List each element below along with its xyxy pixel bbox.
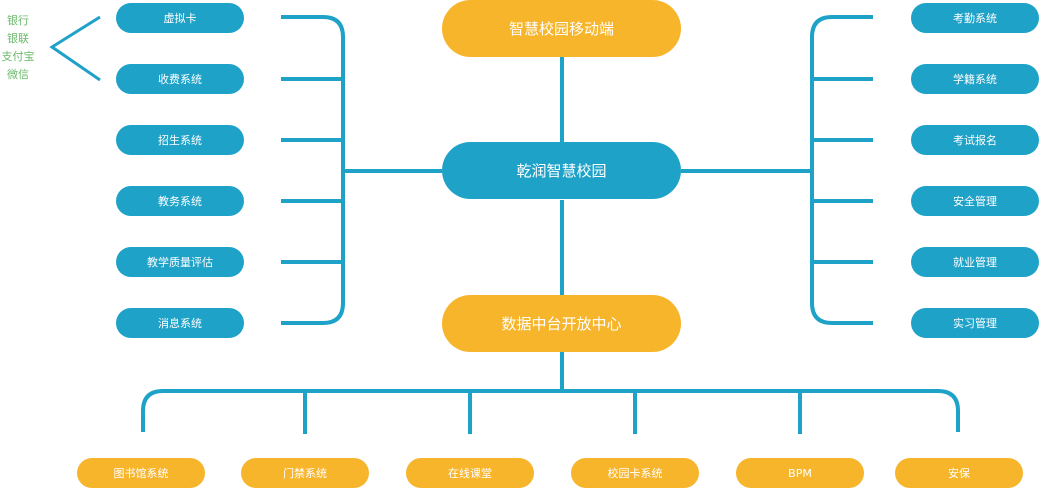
payment-chevron — [49, 15, 101, 82]
bottom-system-node: 校园卡系统 — [571, 458, 699, 488]
core-platform-node: 乾润智慧校园 — [442, 142, 681, 199]
payment-method-label: 微信 — [7, 68, 29, 81]
right-system-node: 实习管理 — [911, 308, 1039, 338]
left-system-node: 消息系统 — [116, 308, 244, 338]
right-bracket — [810, 15, 873, 325]
right-system-node: 就业管理 — [911, 247, 1039, 277]
payment-method-label: 支付宝 — [1, 50, 35, 63]
left-system-node: 教学质量评估 — [116, 247, 244, 277]
left-system-node: 虚拟卡 — [116, 3, 244, 33]
left-system-node: 教务系统 — [116, 186, 244, 216]
bottom-system-node: BPM — [736, 458, 864, 488]
payment-method-label: 银联 — [7, 32, 29, 45]
bottom-system-node: 图书馆系统 — [77, 458, 205, 488]
mobile-node: 智慧校园移动端 — [442, 0, 681, 57]
bottom-bus — [141, 389, 960, 432]
bottom-system-node: 门禁系统 — [241, 458, 369, 488]
payment-method-label: 银行 — [7, 14, 29, 27]
right-system-node: 考试报名 — [911, 125, 1039, 155]
right-system-node: 考勤系统 — [911, 3, 1039, 33]
right-system-node: 学籍系统 — [911, 64, 1039, 94]
data-center-node: 数据中台开放中心 — [442, 295, 681, 352]
bottom-system-node: 安保 — [895, 458, 1023, 488]
bottom-system-node: 在线课堂 — [406, 458, 534, 488]
right-system-node: 安全管理 — [911, 186, 1039, 216]
left-system-node: 招生系统 — [116, 125, 244, 155]
left-system-node: 收费系统 — [116, 64, 244, 94]
left-bracket — [281, 15, 345, 325]
